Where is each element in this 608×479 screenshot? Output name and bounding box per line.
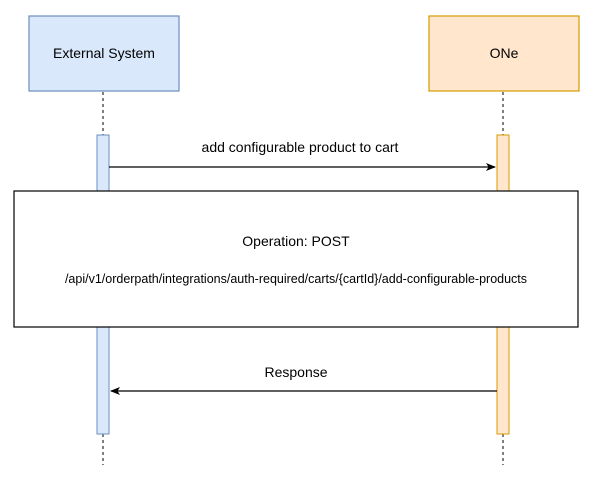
response-label: Response [264, 364, 327, 380]
participant-one-box [428, 15, 580, 92]
operation-note: Operation: POST /api/v1/orderpath/integr… [13, 190, 579, 328]
operation-note-box [13, 190, 579, 328]
participant-external-system[interactable]: External System [28, 15, 180, 92]
participant-external-system-box [28, 15, 180, 92]
participant-one-label: ONe [490, 45, 519, 61]
operation-path: /api/v1/orderpath/integrations/auth-requ… [65, 272, 527, 286]
request-label: add configurable product to cart [202, 139, 399, 155]
participant-external-system-label: External System [53, 45, 155, 61]
participant-one[interactable]: ONe [428, 15, 580, 92]
operation-method: Operation: POST [242, 233, 350, 249]
